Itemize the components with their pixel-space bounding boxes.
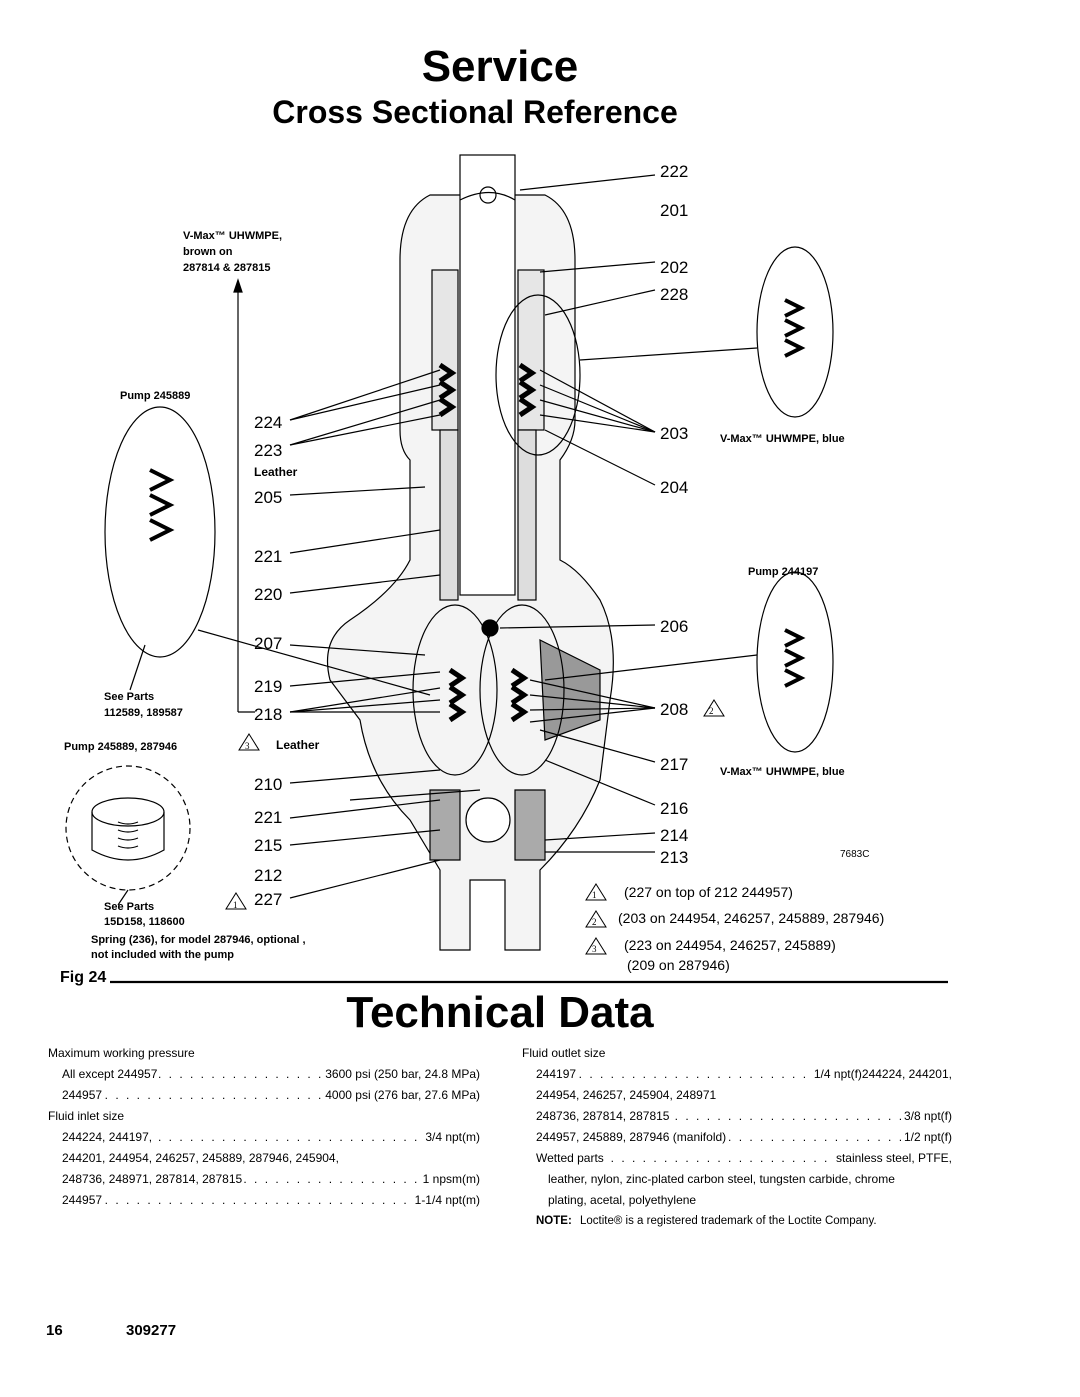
note-1-marker: 1 [592, 890, 597, 900]
spec-row: . . . . . . . . . . . . . . . . . . . . … [522, 1148, 952, 1169]
callout-208: 208 [660, 700, 689, 719]
callout-223: 223 [254, 441, 283, 460]
callout-218: 218 [254, 705, 283, 724]
callout-205: 205 [254, 488, 283, 507]
spec-row: . . . . . . . . . . . . . . . . . . . . … [48, 1127, 480, 1148]
vmax-brown-label-2: brown on [183, 246, 233, 258]
callout-227: 227 [254, 890, 283, 909]
spec-row: . . . . . . . . . . . . . . . . . . . . … [522, 1127, 952, 1148]
callout-221-upper: 221 [254, 547, 283, 566]
see-parts-numbers-2: 15D158, 118600 [104, 916, 185, 928]
callout-210: 210 [254, 775, 283, 794]
spring-note-1: Spring (236), for model 287946, optional… [91, 934, 306, 946]
leather-label-b: Leather [276, 738, 320, 752]
spec-row: . . . . . . . . . . . . . . . . . . . . … [48, 1190, 480, 1211]
cross-section-heading: Cross Sectional Reference [272, 94, 678, 130]
spring-note-2: not included with the pump [91, 949, 234, 961]
leather-label-a: Leather [254, 465, 298, 479]
note-2-triangle-icon [703, 699, 725, 717]
spec-row: 244201, 244954, 246257, 245889, 287946, … [48, 1148, 480, 1169]
spec-row: leather, nylon, zinc-plated carbon steel… [522, 1169, 952, 1190]
note-1-icon [585, 883, 607, 901]
spec-heading: Fluid inlet size [48, 1106, 480, 1127]
callout-202: 202 [660, 258, 689, 277]
spec-row: . . . . . . . . . . . . . . . . . . . . … [48, 1064, 480, 1085]
spec-note: NOTE: Loctite® is a registered trademark… [522, 1211, 952, 1232]
spec-left: Maximum working pressure . . . . . . . .… [48, 1043, 480, 1211]
note-3-text-b: (209 on 287946) [627, 957, 730, 973]
callout-204: 204 [660, 478, 689, 497]
callout-215: 215 [254, 836, 283, 855]
note-2-icon [585, 910, 607, 928]
see-parts-label-2: See Parts [104, 901, 155, 913]
see-parts-numbers-1: 112589, 189587 [104, 707, 183, 719]
see-parts-label-1: See Parts [104, 691, 155, 703]
image-code: 7683C [840, 849, 870, 860]
technical-data-heading: Technical Data [346, 988, 654, 1037]
callout-220: 220 [254, 585, 283, 604]
note-2-marker: 2 [709, 706, 714, 716]
callout-213: 213 [660, 848, 689, 867]
callout-217: 217 [660, 755, 689, 774]
spec-heading: Fluid outlet size [522, 1043, 952, 1064]
callout-214: 214 [660, 826, 689, 845]
vmax-blue-label-2: V-Max™ UHWMPE, blue [720, 766, 845, 778]
callout-212: 212 [254, 866, 283, 885]
note-3-marker: 3 [592, 944, 597, 954]
note-3-triangle-icon [238, 733, 260, 751]
callout-219: 219 [254, 677, 283, 696]
callout-203: 203 [660, 424, 689, 443]
callout-201: 201 [660, 201, 689, 220]
note-1-triangle-icon [225, 892, 247, 910]
note-2-marker-list: 2 [592, 917, 597, 927]
callout-228: 228 [660, 285, 689, 304]
vmax-brown-label-3: 287814 & 287815 [183, 262, 271, 274]
figure-label: Fig 24 [60, 969, 107, 986]
note-1-text: (227 on top of 212 244957) [624, 884, 793, 900]
callout-206: 206 [660, 617, 689, 636]
service-heading: Service [421, 42, 579, 91]
callout-224: 224 [254, 413, 283, 432]
pump-cross-section-drawing [65, 154, 948, 984]
note-3-marker-fig: 3 [245, 741, 250, 751]
callout-207: 207 [254, 634, 283, 653]
spec-row: 244954, 246257, 245904, 248971 [522, 1085, 952, 1106]
page-number: 16 [46, 1322, 63, 1339]
document-number: 309277 [126, 1322, 177, 1339]
pump-245889-label: Pump 245889 [120, 390, 191, 402]
note-3-text: (223 on 244954, 246257, 245889) [624, 937, 836, 953]
vmax-brown-label-1: V-Max™ UHWMPE, [183, 230, 283, 242]
note-2-text: (203 on 244954, 246257, 245889, 287946) [618, 910, 885, 926]
pump-245889-287946-label: Pump 245889, 287946 [64, 741, 178, 753]
callout-221-lower: 221 [254, 808, 283, 827]
spec-row: plating, acetal, polyethylene [522, 1190, 952, 1211]
pump-244197-label: Pump 244197 [748, 566, 819, 578]
spec-right: Fluid outlet size . . . . . . . . . . . … [522, 1043, 952, 1232]
spec-row: . . . . . . . . . . . . . . . . . . . . … [522, 1064, 952, 1085]
vmax-blue-label-1: V-Max™ UHWMPE, blue [720, 433, 845, 445]
callout-216: 216 [660, 799, 689, 818]
spec-heading: Maximum working pressure [48, 1043, 480, 1064]
spec-row: . . . . . . . . . . . . . . . . . . . . … [48, 1169, 480, 1190]
note-3-icon [585, 937, 607, 955]
callout-222: 222 [660, 162, 689, 181]
spec-row: . . . . . . . . . . . . . . . . . . . . … [522, 1106, 952, 1127]
spec-row: . . . . . . . . . . . . . . . . . . . . … [48, 1085, 480, 1106]
note-1-marker-fig: 1 [233, 900, 238, 910]
